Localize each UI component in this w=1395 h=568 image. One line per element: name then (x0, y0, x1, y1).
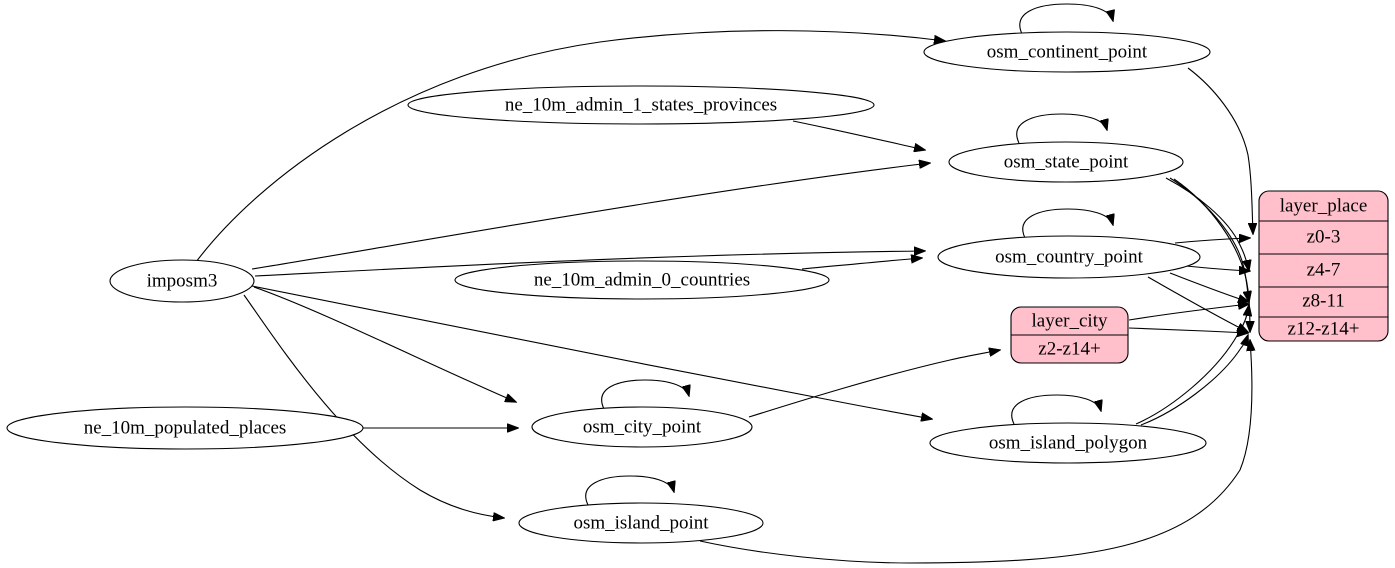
record-layer_city-row-0[interactable]: z2-z14+ (1038, 338, 1100, 359)
node-osm_state_point[interactable]: osm_state_point (948, 141, 1184, 183)
node-osm_city_point[interactable]: osm_city_point (531, 406, 753, 448)
edge-selfloop-osm_continent_point (1019, 3, 1113, 35)
record-layer_place-row-z12-z14+[interactable]: z12-z14+ (1288, 318, 1360, 339)
edge-imposm3-to-osm_country_point (254, 251, 925, 277)
edge-osm_island_polygon-to-layer_place-z8-11 (1135, 305, 1249, 425)
node-ne_10m_admin_1_states_provinces-label: ne_10m_admin_1_states_provinces (505, 94, 777, 115)
edge-osm_island_point-to-layer_place-z12-z14+ (699, 340, 1252, 564)
node-osm_island_polygon[interactable]: osm_island_polygon (929, 422, 1207, 464)
record-layer_city-title: layer_city (1032, 310, 1108, 331)
node-osm_state_point-label: osm_state_point (1004, 151, 1129, 172)
node-imposm3-label: imposm3 (147, 270, 218, 291)
node-ne_10m_admin_0_countries[interactable]: ne_10m_admin_0_countries (454, 260, 830, 300)
edge-ne_states-to-osm_state_point (792, 120, 925, 150)
record-layer_city[interactable]: layer_city z2-z14+ (1010, 306, 1129, 364)
node-ne_10m_populated_places[interactable]: ne_10m_populated_places (6, 406, 364, 450)
node-imposm3[interactable]: imposm3 (109, 259, 255, 303)
edge-imposm3-to-osm_island_polygon (251, 285, 932, 419)
edge-layer_city-to-layer_place-z12-z14+ (1128, 327, 1248, 333)
edge-imposm3-to-osm_continent_point (195, 30, 945, 263)
edge-selfloop-osm_city_point (601, 379, 689, 410)
edge-osm_country_point-to-layer_place-z12-z14+ (1147, 276, 1248, 332)
record-layer_place-row-z8-11[interactable]: z8-11 (1302, 290, 1345, 311)
node-osm_city_point-label: osm_city_point (583, 416, 702, 437)
node-osm_continent_point[interactable]: osm_continent_point (923, 31, 1211, 73)
edge-osm_state_point-to-layer_place-z12-z14+ (1173, 178, 1250, 332)
node-osm_island_polygon-label: osm_island_polygon (989, 432, 1148, 453)
record-layer_place[interactable]: layer_place z0-3 z4-7 z8-11 z12-z14+ (1258, 190, 1389, 342)
node-ne_10m_admin_0_countries-label: ne_10m_admin_0_countries (534, 269, 750, 290)
node-osm_country_point[interactable]: osm_country_point (937, 235, 1201, 279)
edges-layer (195, 3, 1253, 564)
edge-osm_country_point-to-layer_place-z0-3 (1174, 238, 1250, 244)
edge-osm_country_point-to-layer_place-z4-7 (1185, 265, 1250, 271)
nodes-layer: imposm3 ne_10m_admin_1_states_provinces … (6, 31, 1389, 544)
record-layer_place-row-z4-7[interactable]: z4-7 (1307, 259, 1341, 280)
edge-osm_continent_point-to-layer_place-z0-3 (1187, 67, 1253, 234)
edge-selfloop-osm_state_point (1016, 113, 1107, 144)
edge-osm_island_polygon-to-layer_place-z12-z14+ (1140, 335, 1248, 426)
node-osm_continent_point-label: osm_continent_point (987, 41, 1148, 62)
node-osm_country_point-label: osm_country_point (995, 246, 1143, 267)
record-layer_place-row-z0-3[interactable]: z0-3 (1307, 226, 1341, 247)
edge-imposm3-to-osm_island_point (243, 294, 504, 518)
edge-osm_city_point-to-layer_city-z2-z14+ (748, 350, 1000, 418)
node-osm_island_point[interactable]: osm_island_point (518, 502, 764, 544)
node-ne_10m_admin_1_states_provinces[interactable]: ne_10m_admin_1_states_provinces (407, 85, 875, 125)
edge-imposm3-to-osm_state_point (251, 163, 930, 270)
edge-selfloop-osm_island_point (585, 475, 674, 506)
edge-imposm3-to-osm_city_point (253, 286, 516, 402)
record-layer_place-title: layer_place (1280, 195, 1368, 216)
edge-selfloop-osm_island_polygon (1011, 394, 1101, 425)
edge-ne_countries-to-osm_country_point (801, 258, 922, 270)
node-ne_10m_populated_places-label: ne_10m_populated_places (84, 417, 287, 438)
edge-layer_city-to-layer_place-z8-11 (1128, 304, 1249, 321)
edge-osm_country_point-to-layer_place-z8-11 (1169, 272, 1249, 302)
edge-selfloop-osm_country_point (1022, 208, 1113, 239)
node-osm_island_point-label: osm_island_point (573, 512, 709, 533)
